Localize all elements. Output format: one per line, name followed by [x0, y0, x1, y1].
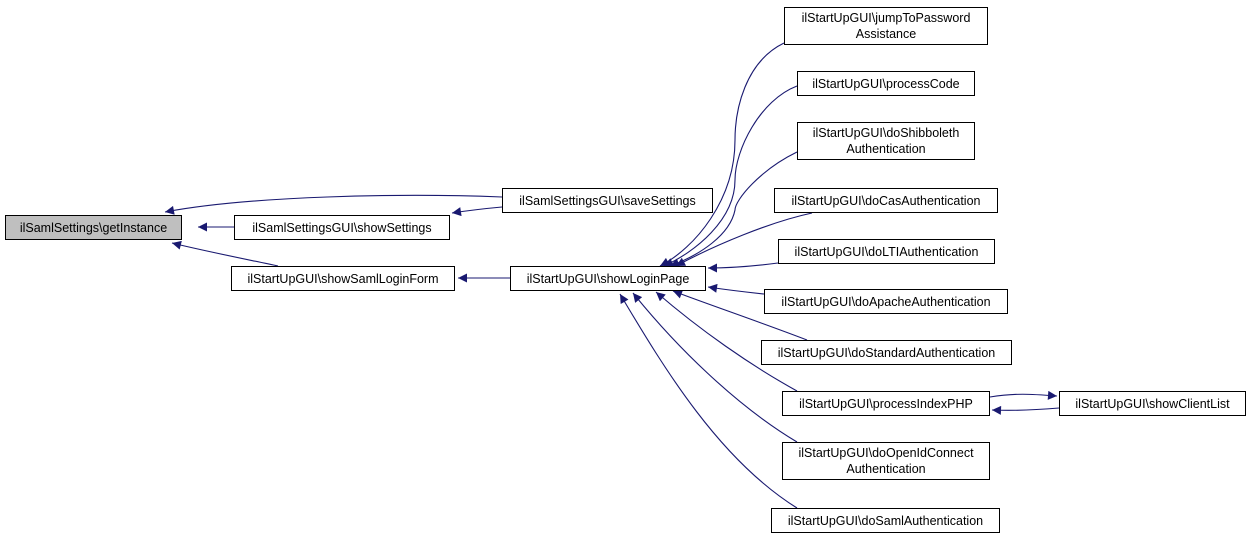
edge-processIndex-showLoginPage — [655, 291, 798, 392]
edge-lti-showLoginPage — [707, 262, 779, 273]
node-label-line: ilStartUpGUI\processCode — [812, 76, 960, 91]
edge-showClientList-processIndex — [991, 405, 1060, 415]
node-showLoginPage[interactable]: ilStartUpGUI\showLoginPage — [510, 266, 706, 291]
node-processCode[interactable]: ilStartUpGUI\processCode — [797, 71, 975, 96]
node-label-line: ilSamlSettingsGUI\showSettings — [252, 220, 432, 235]
node-label-line: Assistance — [855, 27, 917, 41]
node-label-line: ilSamlSettings\getInstance — [19, 220, 168, 235]
edge-openid-showLoginPage — [632, 292, 798, 443]
node-label-line: ilStartUpGUI\doOpenIdConnect — [798, 446, 974, 460]
node-doSamlAuthentication[interactable]: ilStartUpGUI\doSamlAuthentication — [771, 508, 1000, 533]
edge-saveSettings-showSettings — [451, 206, 503, 217]
node-label-line: ilStartUpGUI\processIndexPHP — [799, 396, 973, 411]
node-label-line: ilStartUpGUI\showSamlLoginForm — [247, 271, 439, 286]
node-label-line: Authentication — [846, 462, 926, 476]
edge-jump-showLoginPage — [659, 42, 785, 267]
node-label-line: ilStartUpGUI\doCasAuthentication — [791, 193, 981, 208]
node-label-line: ilSamlSettingsGUI\saveSettings — [519, 193, 696, 208]
node-saveSettings[interactable]: ilSamlSettingsGUI\saveSettings — [502, 188, 713, 213]
edge-shib-showLoginPage — [669, 151, 798, 268]
edge-processCode-showLoginPage — [663, 85, 798, 267]
edge-saveSettings-getInstance — [164, 194, 503, 215]
node-label-line: ilStartUpGUI\doStandardAuthentication — [777, 345, 996, 360]
edge-saml-showLoginPage — [619, 293, 798, 509]
edge-apache-showLoginPage — [707, 283, 765, 295]
node-label-line: ilStartUpGUI\showClientList — [1075, 396, 1230, 411]
node-showClientList[interactable]: ilStartUpGUI\showClientList — [1059, 391, 1246, 416]
node-label-line: ilStartUpGUI\jumpToPassword — [801, 11, 971, 25]
node-doCasAuthentication[interactable]: ilStartUpGUI\doCasAuthentication — [774, 188, 998, 213]
node-showSettings[interactable]: ilSamlSettingsGUI\showSettings — [234, 215, 450, 240]
node-label-line: ilStartUpGUI\doShibboleth — [812, 126, 960, 140]
node-showSamlLoginForm[interactable]: ilStartUpGUI\showSamlLoginForm — [231, 266, 455, 291]
edge-standard-showLoginPage — [672, 289, 808, 341]
node-getInstance: ilSamlSettings\getInstance — [5, 215, 182, 240]
node-label-line: Authentication — [846, 142, 926, 156]
node-doApacheAuthentication[interactable]: ilStartUpGUI\doApacheAuthentication — [764, 289, 1008, 314]
node-label-line: ilStartUpGUI\doLTIAuthentication — [794, 244, 979, 259]
node-doStandardAuthentication[interactable]: ilStartUpGUI\doStandardAuthentication — [761, 340, 1012, 365]
edge-cas-showLoginPage — [675, 212, 813, 267]
edge-showSamlLoginForm-getInstance — [171, 240, 279, 267]
node-processIndexPHP[interactable]: ilStartUpGUI\processIndexPHP — [782, 391, 990, 416]
edge-processIndex-showClientList — [989, 390, 1058, 400]
node-label-line: ilStartUpGUI\doSamlAuthentication — [787, 513, 984, 528]
node-label-line: ilStartUpGUI\doApacheAuthentication — [781, 294, 991, 309]
node-doLTIAuthentication[interactable]: ilStartUpGUI\doLTIAuthentication — [778, 239, 995, 264]
node-label-line: ilStartUpGUI\showLoginPage — [526, 271, 690, 286]
